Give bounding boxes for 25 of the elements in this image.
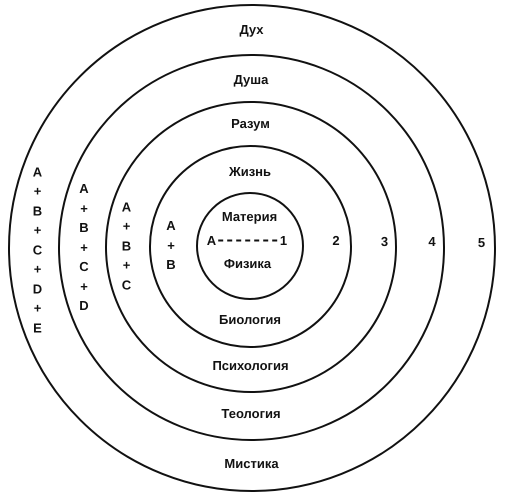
level-label: Дух — [239, 22, 264, 38]
discipline-label: Физика — [224, 256, 272, 272]
concentric-circle — [149, 145, 352, 348]
letter-label: A — [204, 232, 218, 248]
level-label: Душа — [234, 72, 268, 88]
concentric-circle — [196, 192, 304, 300]
letter-stack: A + B + C + D + E — [32, 162, 44, 337]
discipline-label: Теология — [221, 406, 281, 422]
concentric-circle — [58, 54, 445, 441]
level-label: Материя — [222, 208, 278, 224]
letter-stack: A + B + C + D — [78, 180, 90, 315]
concentric-circle — [104, 100, 398, 394]
letter-stack: A + B + C — [120, 198, 132, 294]
ring-number: 1 — [278, 232, 290, 248]
ring-number: 2 — [332, 233, 340, 249]
level-label: Разум — [231, 116, 270, 132]
letter-stack: A + B — [165, 216, 177, 274]
concentric-circle — [8, 4, 496, 492]
discipline-label: Биология — [219, 312, 281, 328]
level-label: Жизнь — [228, 164, 272, 180]
ring-number: 4 — [428, 234, 436, 250]
discipline-label: Психология — [212, 358, 289, 374]
ring-number: 3 — [380, 234, 388, 250]
ring-number: 5 — [478, 234, 486, 250]
discipline-label: Мистика — [224, 456, 279, 472]
